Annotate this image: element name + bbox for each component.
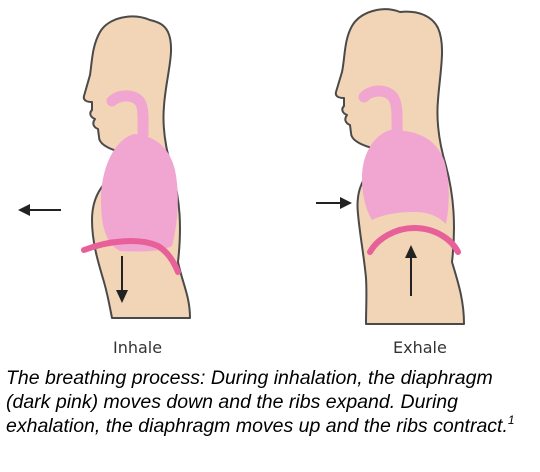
figure-caption: The breathing process: During inhalation… bbox=[6, 366, 534, 438]
breathing-diagram bbox=[0, 0, 540, 360]
exhale-figure bbox=[316, 9, 464, 324]
caption-text: The breathing process: During inhalation… bbox=[6, 367, 508, 437]
inhale-label: Inhale bbox=[113, 338, 162, 357]
exhale-chest-arrow-right bbox=[316, 197, 352, 209]
caption-footnote-marker: 1 bbox=[508, 413, 515, 427]
inhale-figure bbox=[18, 16, 190, 318]
inhale-chest-arrow-left bbox=[18, 204, 61, 216]
exhale-label: Exhale bbox=[393, 338, 447, 357]
inhale-lungs bbox=[101, 134, 178, 251]
